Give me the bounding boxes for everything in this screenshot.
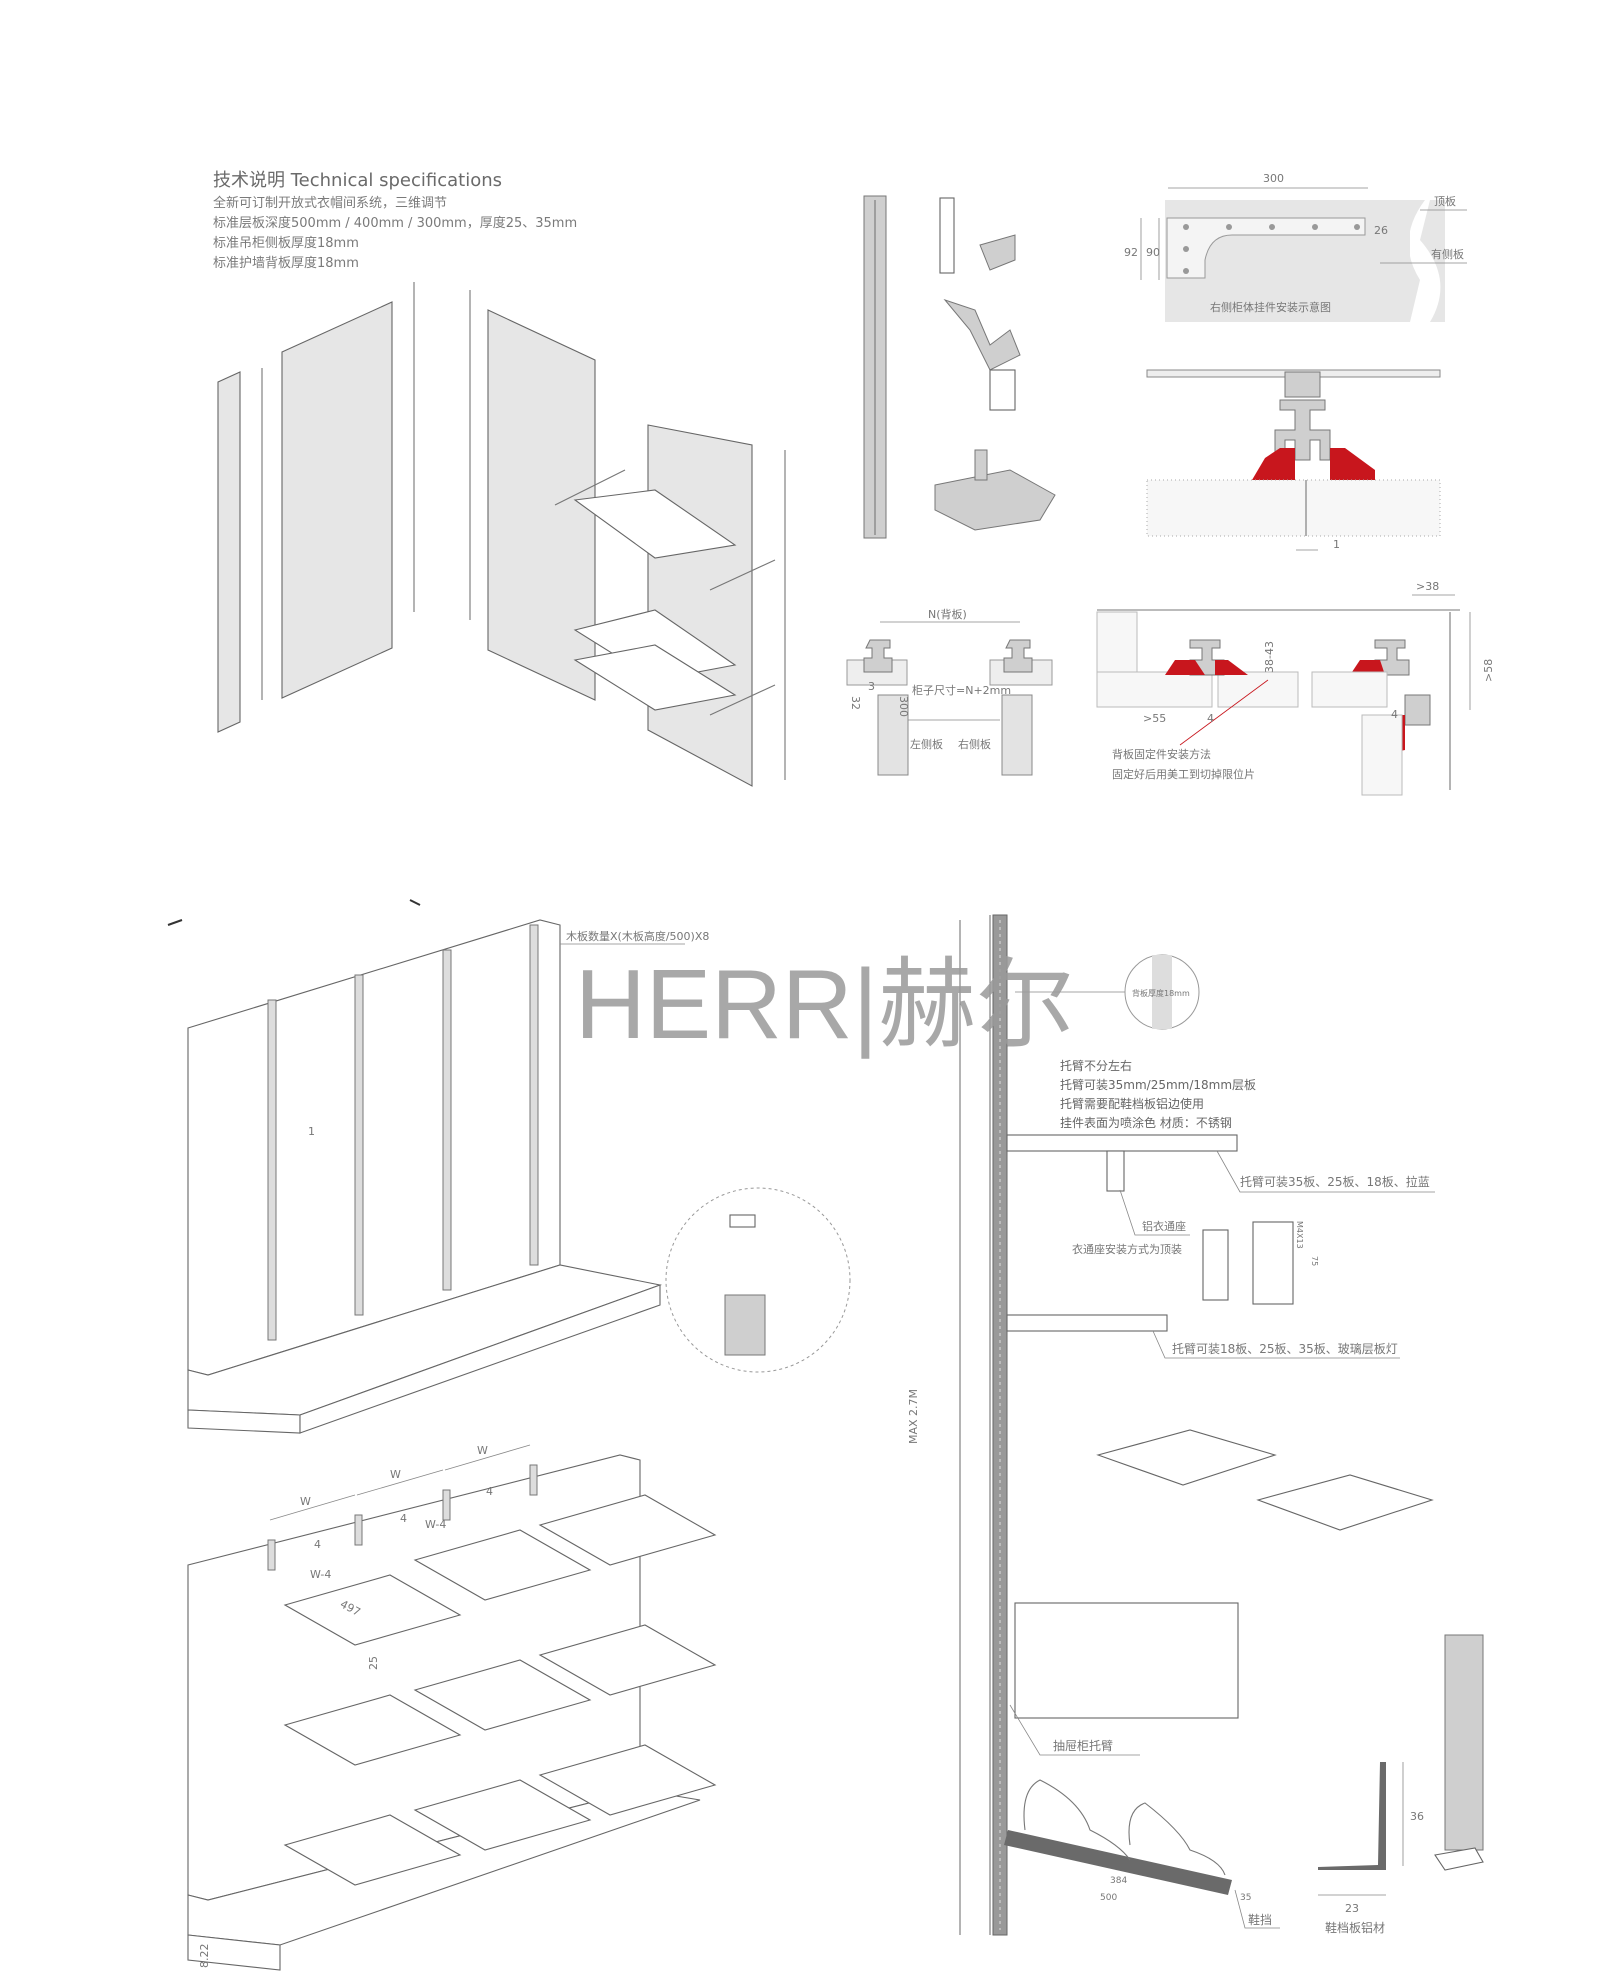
arm-note-2: 托臂可装18板、25板、35板、玻璃层板灯 [1172,1342,1398,1356]
dim-4: 4 [1207,712,1214,725]
dim-gt55: >55 [1143,712,1166,725]
label-side-board: 有侧板 [1431,247,1464,261]
backboard-fixing-diagram: 38-43 >38 >58 >55 4 4 背板固定件安装方法 固定好后用美工到… [1096,580,1495,796]
shelf-system-drawing: W W W W-4 W-4 4 4 4 497 25 8.22 [187,1444,717,1971]
dim-w-4: W-4 [425,1518,446,1531]
rail-note: 托臂不分左右 [1060,1058,1132,1073]
dim-300-vertical: 300 [897,696,910,717]
right-side-label: 右侧板 [958,737,991,751]
spec-line: 标准护墙背板厚度18mm [213,256,359,271]
dim-90: 90 [1146,246,1160,259]
dim-3: 3 [868,680,875,693]
hanger-seat-label: 铝衣通座 [1142,1219,1186,1233]
dim-384: 384 [1110,1876,1127,1886]
wall-rail-drawing: 木板数量X(木板高度/500)X8 1 [167,899,851,1434]
mark-1: 1 [308,1125,315,1138]
fixing-note: 背板固定件安装方法 [1112,747,1211,761]
left-side-label: 左侧板 [910,737,943,751]
m4x13-label: M4X13 [1295,1221,1304,1249]
right-cabinet-hanger-diagram: 300 92 90 26 顶板 有侧板 右侧柜体挂件安装示意图 [1124,172,1467,322]
profile-label: 鞋档板铝材 [1325,1920,1385,1935]
dim-4: 4 [400,1512,407,1525]
dim-300: 300 [1263,172,1284,185]
n-backboard-label: N(背板) [928,607,967,621]
dim-35: 35 [1240,1893,1251,1903]
board-count-note: 木板数量X(木板高度/500)X8 [566,929,709,943]
shoe-stop-label: 鞋挡 [1248,1912,1272,1927]
dim-4: 4 [486,1485,493,1498]
max-height-label: MAX 2.7M [907,1389,920,1444]
dim-32: 32 [849,696,862,710]
dim-26: 26 [1374,224,1388,237]
dim-4: 4 [314,1538,321,1551]
dim-w: W [477,1444,488,1457]
dim-w-4: W-4 [310,1568,331,1581]
dim-38-43: 38-43 [1263,641,1276,673]
drawer-arm-label: 抽屉柜托臂 [1053,1739,1113,1753]
arm-note-1: 托臂可装35板、25板、18板、拉蓝 [1240,1174,1430,1189]
dim-36: 36 [1410,1810,1424,1823]
fixing-note: 固定好后用美工到切掉限位片 [1112,767,1255,781]
dim-4: 4 [1391,708,1398,721]
exploded-cabinet-drawing [217,282,786,787]
backboard-thickness-label: 背板厚度18mm [1132,988,1190,998]
backboard-section-diagram: 1 [1146,369,1441,551]
hanger-install-note: 衣通座安装方式为顶装 [1072,1242,1182,1256]
dim-8-22: 8.22 [198,1944,211,1969]
dim-w: W [390,1468,401,1481]
dim-gt58: >58 [1482,659,1495,682]
dim-w: W [300,1495,311,1508]
dim-1: 1 [1333,538,1340,551]
cabinet-size-label: 柜子尺寸=N+2mm [912,683,1011,697]
rail-note: 托臂可装35mm/25mm/18mm层板 [1060,1078,1256,1092]
label-top-board: 顶板 [1434,194,1456,208]
spec-line: 全新可订制开放式衣帽间系统，三维调节 [213,196,448,211]
rail-detail-drawing: 背板厚度18mm MAX 2.7M 托臂不分左右 托臂可装35mm/25mm/1… [907,914,1484,1936]
dim-25: 25 [367,1656,380,1670]
rail-note: 挂件表面为喷涂色 材质：不锈钢 [1060,1115,1232,1130]
dim-gt38: >38 [1416,580,1439,593]
diagram-caption: 右侧柜体挂件安装示意图 [1210,300,1331,314]
hardware-parts-drawing [863,195,1056,539]
dim-23: 23 [1345,1902,1359,1915]
dim-92: 92 [1124,246,1138,259]
spec-title: 技术说明 Technical specifications [213,170,502,191]
dim-500: 500 [1100,1893,1117,1903]
rail-note: 托臂需要配鞋档板铝边使用 [1060,1096,1204,1111]
spec-line: 标准层板深度500mm / 400mm / 300mm，厚度25、35mm [213,216,578,231]
cabinet-width-diagram: N(背板) 柜子尺寸=N+2mm 32 3 300 左侧板 右侧板 [846,607,1053,776]
dim-75: 75 [1310,1256,1319,1266]
herr-watermark: HERR|赫尔 [575,949,1075,1059]
spec-line: 标准吊柜侧板厚度18mm [213,236,359,251]
